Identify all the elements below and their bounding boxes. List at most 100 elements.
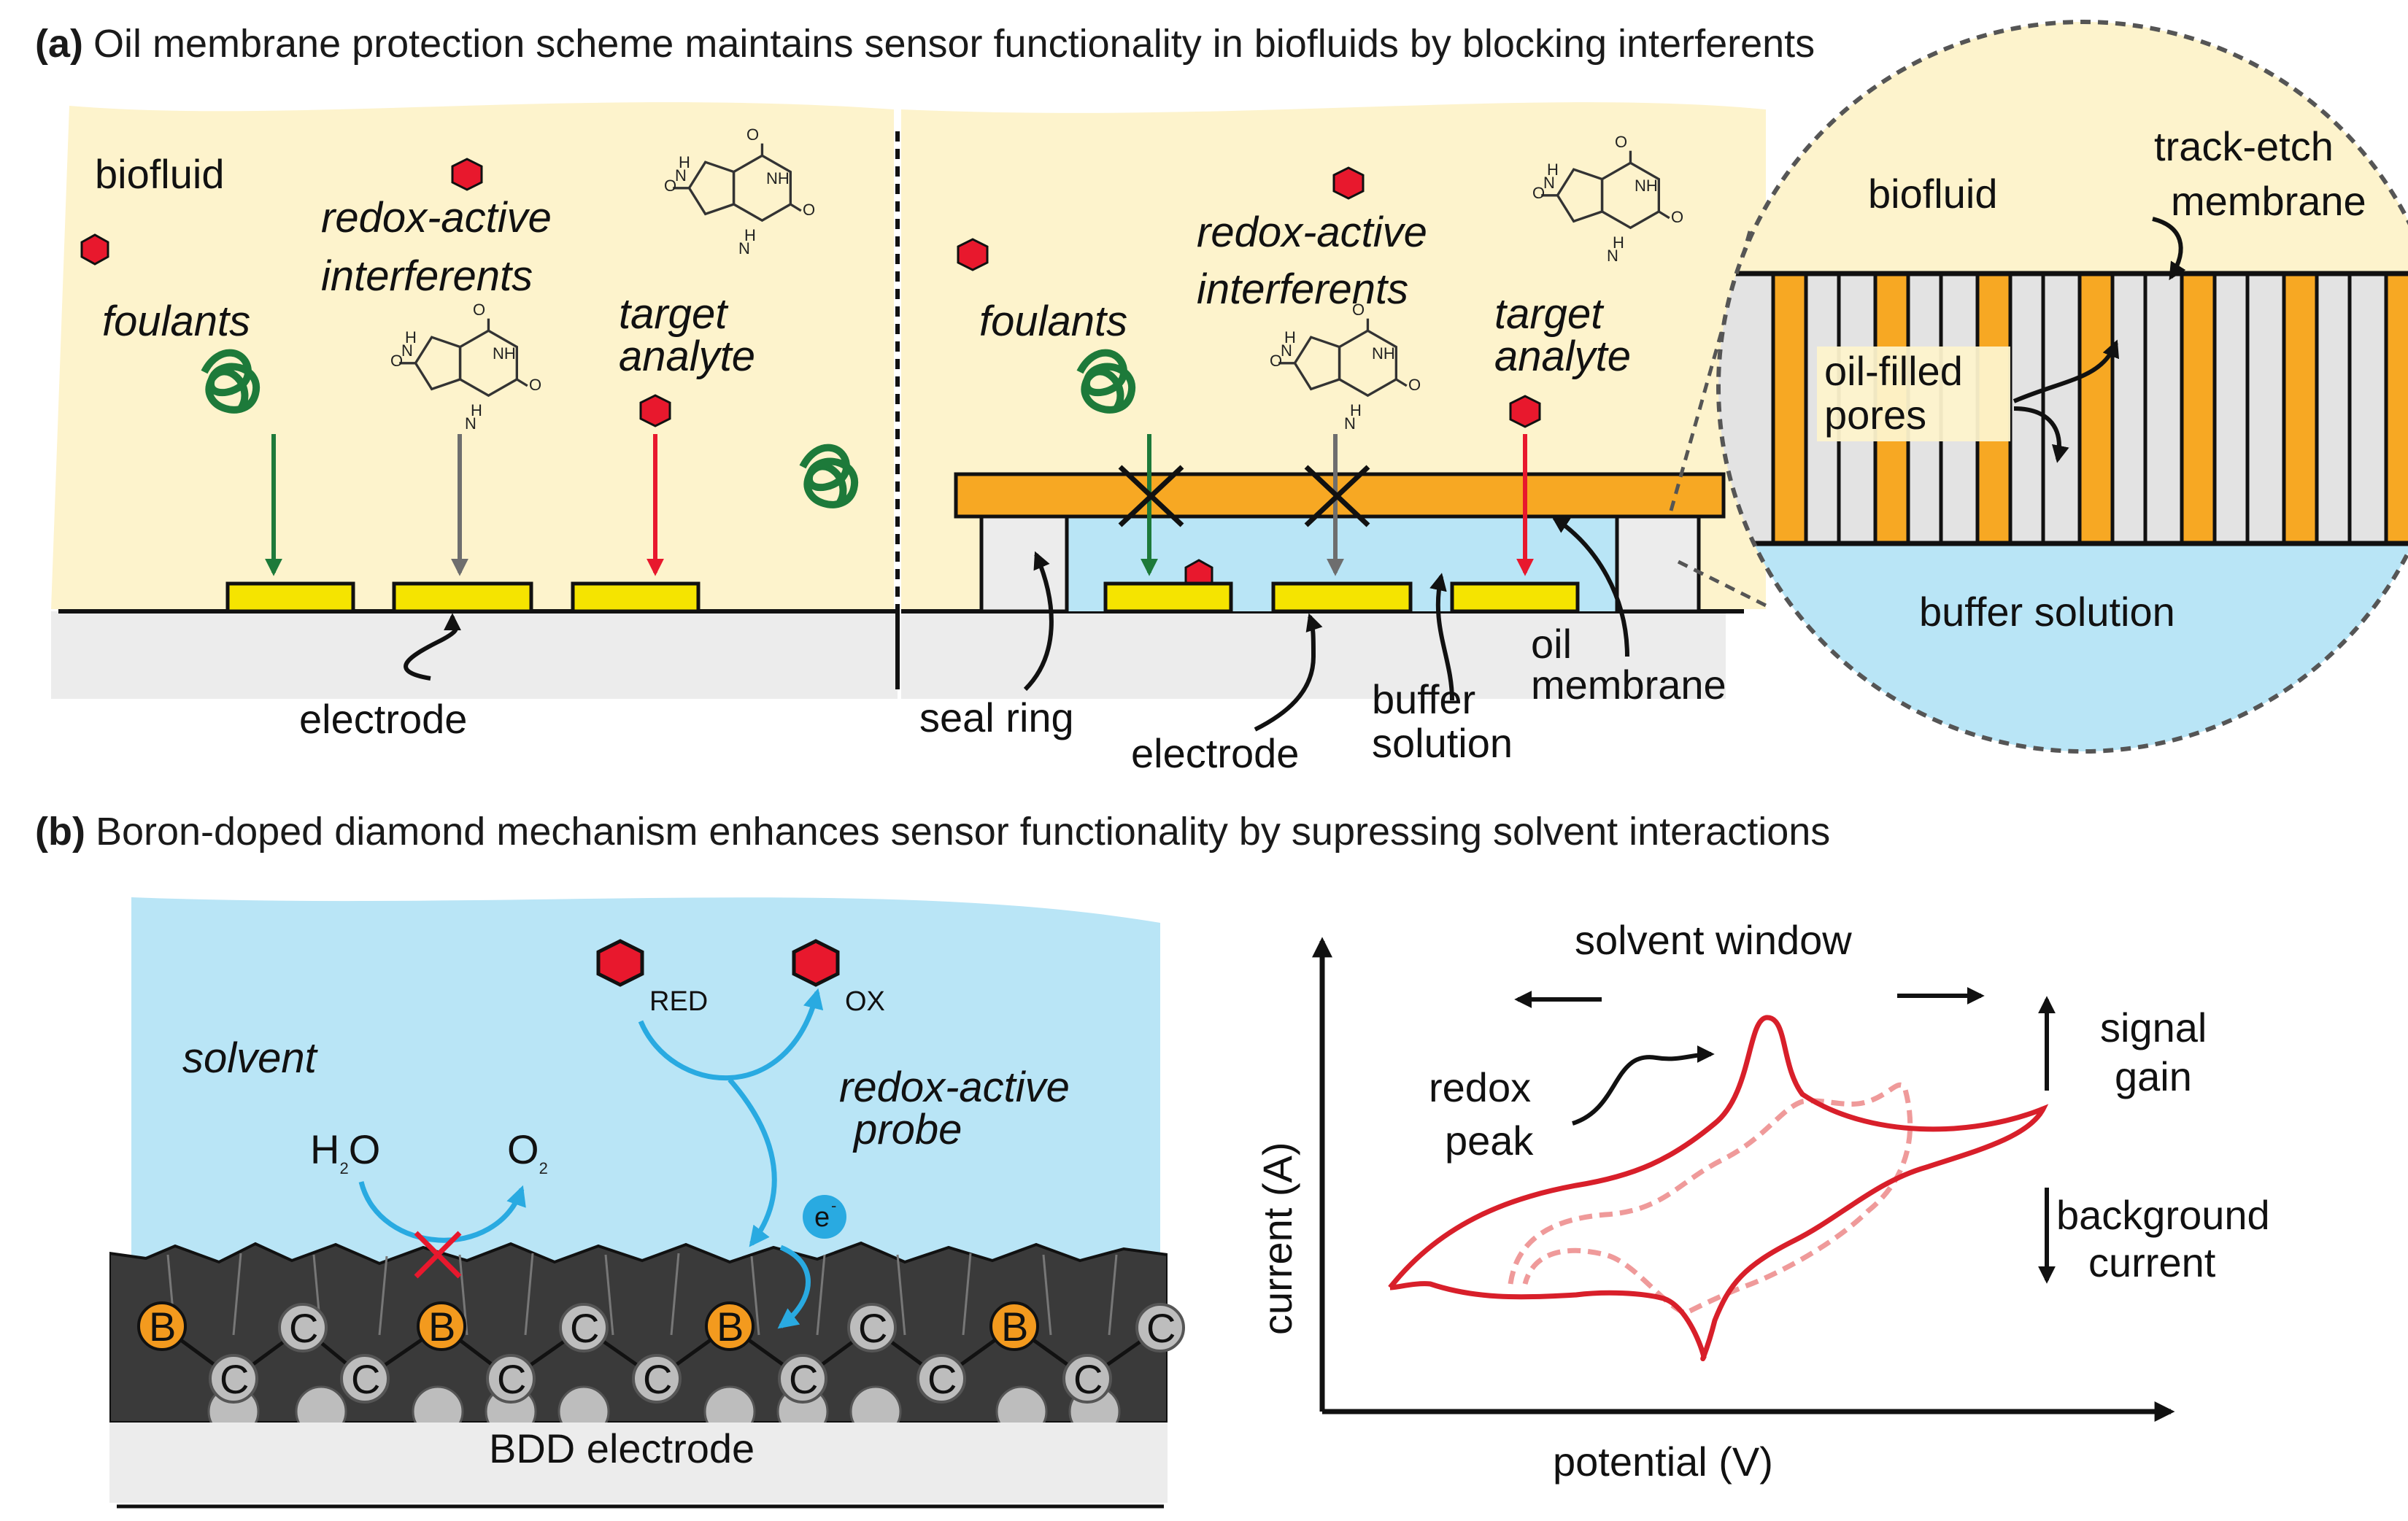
right-electrode-2 bbox=[1271, 581, 1413, 614]
left-electrode-2 bbox=[392, 581, 533, 614]
carbon-atom-8: C bbox=[847, 1303, 897, 1352]
svg-text:C: C bbox=[289, 1305, 318, 1351]
right-target-hexagon-1 bbox=[1332, 166, 1365, 200]
ox-probe-hexagon bbox=[792, 939, 840, 987]
track-etch-label-1: track-etch bbox=[2154, 123, 2334, 169]
svg-text:C: C bbox=[1073, 1356, 1103, 1402]
right-seal-ring-left bbox=[979, 514, 1069, 614]
molecule-atom-label: N bbox=[1607, 247, 1618, 265]
y-axis-label: current (A) bbox=[1254, 1142, 1300, 1336]
membrane-label: membrane bbox=[1531, 662, 1726, 708]
svg-text:C: C bbox=[497, 1356, 526, 1402]
svg-text:B: B bbox=[1001, 1304, 1028, 1350]
molecule-atom-label: N bbox=[1281, 341, 1292, 360]
molecule-atom-label: O bbox=[390, 352, 403, 370]
molecule-atom-label: O bbox=[1408, 376, 1421, 394]
molecule-atom-label: O bbox=[803, 201, 815, 219]
molecule-atom-label: O bbox=[1615, 133, 1627, 151]
boron-atom-4: B bbox=[989, 1301, 1039, 1351]
svg-text:e: e bbox=[814, 1202, 830, 1233]
molecule-atom-label: O bbox=[1671, 208, 1683, 226]
molecule-atom-label: NH bbox=[493, 344, 516, 363]
carbon-atom-2: C bbox=[278, 1303, 328, 1352]
left-target-hexagon-3 bbox=[639, 394, 671, 427]
carbon-atom-11: C bbox=[1135, 1303, 1185, 1352]
oil-filled-label-1: oil-filled bbox=[1824, 348, 1963, 394]
oil-filled-pointer bbox=[2013, 339, 2119, 403]
bdd-electrode-label: BDD electrode bbox=[489, 1425, 755, 1471]
ox-label: OX bbox=[845, 986, 885, 1017]
svg-text:B: B bbox=[717, 1304, 744, 1350]
red-label: RED bbox=[649, 986, 708, 1017]
svg-text:B: B bbox=[428, 1304, 455, 1350]
buffer-label-2: solution bbox=[1372, 720, 1513, 766]
molecule-atom-label: N bbox=[1344, 414, 1356, 433]
carbon-atom-10: C bbox=[1062, 1354, 1112, 1404]
molecule-atom-label: O bbox=[1352, 301, 1365, 319]
svg-text:C: C bbox=[927, 1356, 957, 1402]
carbon-atom-3: C bbox=[340, 1354, 390, 1404]
left-electrode-1 bbox=[225, 581, 355, 614]
left-electrode-pointer bbox=[404, 613, 462, 681]
svg-text:C: C bbox=[220, 1356, 249, 1402]
molecule-atom-label: N bbox=[465, 414, 476, 433]
carbon-atom-6: C bbox=[632, 1354, 682, 1404]
left-electrode-3 bbox=[571, 581, 701, 614]
solvent-region bbox=[131, 897, 1160, 1269]
water-block-x bbox=[414, 1231, 462, 1279]
carbon-atom-9: C bbox=[916, 1354, 966, 1404]
buffer-label-1: buffer bbox=[1372, 676, 1475, 722]
background-label-1: background bbox=[2056, 1192, 2270, 1238]
molecule-atom-label: O bbox=[529, 376, 541, 394]
probe-label-2: probe bbox=[852, 1106, 962, 1153]
left-target-hexagon-1 bbox=[451, 158, 483, 191]
molecule-atom-label: O bbox=[746, 125, 759, 144]
svg-text:C: C bbox=[570, 1305, 599, 1351]
panel-b-title: (b)Boron-doped diamond mechanism enhance… bbox=[35, 810, 1830, 854]
bdd-base bbox=[109, 1423, 1168, 1503]
seal-ring-pointer bbox=[1023, 551, 1054, 692]
signal-gain-label-2: gain bbox=[2115, 1053, 2192, 1099]
background-label-2: current bbox=[2088, 1239, 2216, 1285]
electron-badge: e - bbox=[803, 1195, 846, 1239]
cv-solid-curve bbox=[1388, 1015, 2049, 1361]
right-interferent-block-x bbox=[1304, 465, 1370, 527]
right-foulant-block-x bbox=[1118, 465, 1184, 527]
carbon-atom-7: C bbox=[778, 1354, 827, 1404]
zoom-biofluid-label: biofluid bbox=[1868, 171, 1997, 217]
oil-filled-label-2: pores bbox=[1824, 392, 1926, 438]
solvent-label: solvent bbox=[182, 1034, 319, 1082]
right-target-label-1: target bbox=[1494, 290, 1605, 338]
oil-label: oil bbox=[1531, 621, 1572, 667]
molecule-atom-label: H bbox=[405, 328, 417, 347]
x-axis-label: potential (V) bbox=[1553, 1439, 1773, 1485]
red-probe-hexagon bbox=[596, 939, 644, 987]
right-target-hexagon-2 bbox=[957, 238, 989, 271]
molecule-atom-label: O bbox=[1532, 184, 1545, 202]
svg-text:C: C bbox=[789, 1356, 818, 1402]
redox-peak-label-1: redox bbox=[1429, 1064, 1531, 1110]
molecule-atom-label: H bbox=[679, 153, 690, 171]
molecule-atom-label: NH bbox=[1372, 344, 1395, 363]
left-biofluid-label: biofluid bbox=[95, 151, 224, 197]
seal-ring-label: seal ring bbox=[919, 694, 1074, 740]
oil-filled-pointer-2 bbox=[2013, 406, 2069, 463]
boron-atom-3: B bbox=[705, 1301, 755, 1351]
svg-text:-: - bbox=[831, 1196, 836, 1215]
boron-atom-2: B bbox=[417, 1301, 466, 1351]
svg-text:C: C bbox=[351, 1356, 380, 1402]
right-electrode-3 bbox=[1450, 581, 1580, 614]
carbon-atom-1: C bbox=[209, 1354, 258, 1404]
zoom-buffer-label: buffer solution bbox=[1919, 589, 2175, 635]
svg-text:C: C bbox=[858, 1305, 887, 1351]
molecule-atom-label: H bbox=[744, 226, 756, 244]
left-biofluid-region bbox=[51, 102, 894, 609]
molecule-atom-label: N bbox=[675, 166, 687, 185]
track-etch-pointer bbox=[2152, 217, 2186, 281]
molecule-atom-label: O bbox=[1270, 352, 1282, 370]
carbon-atom-4: C bbox=[486, 1354, 536, 1404]
right-electrode-1 bbox=[1103, 581, 1233, 614]
svg-text:C: C bbox=[643, 1356, 672, 1402]
oil-filled-label-bg bbox=[1817, 347, 2010, 441]
